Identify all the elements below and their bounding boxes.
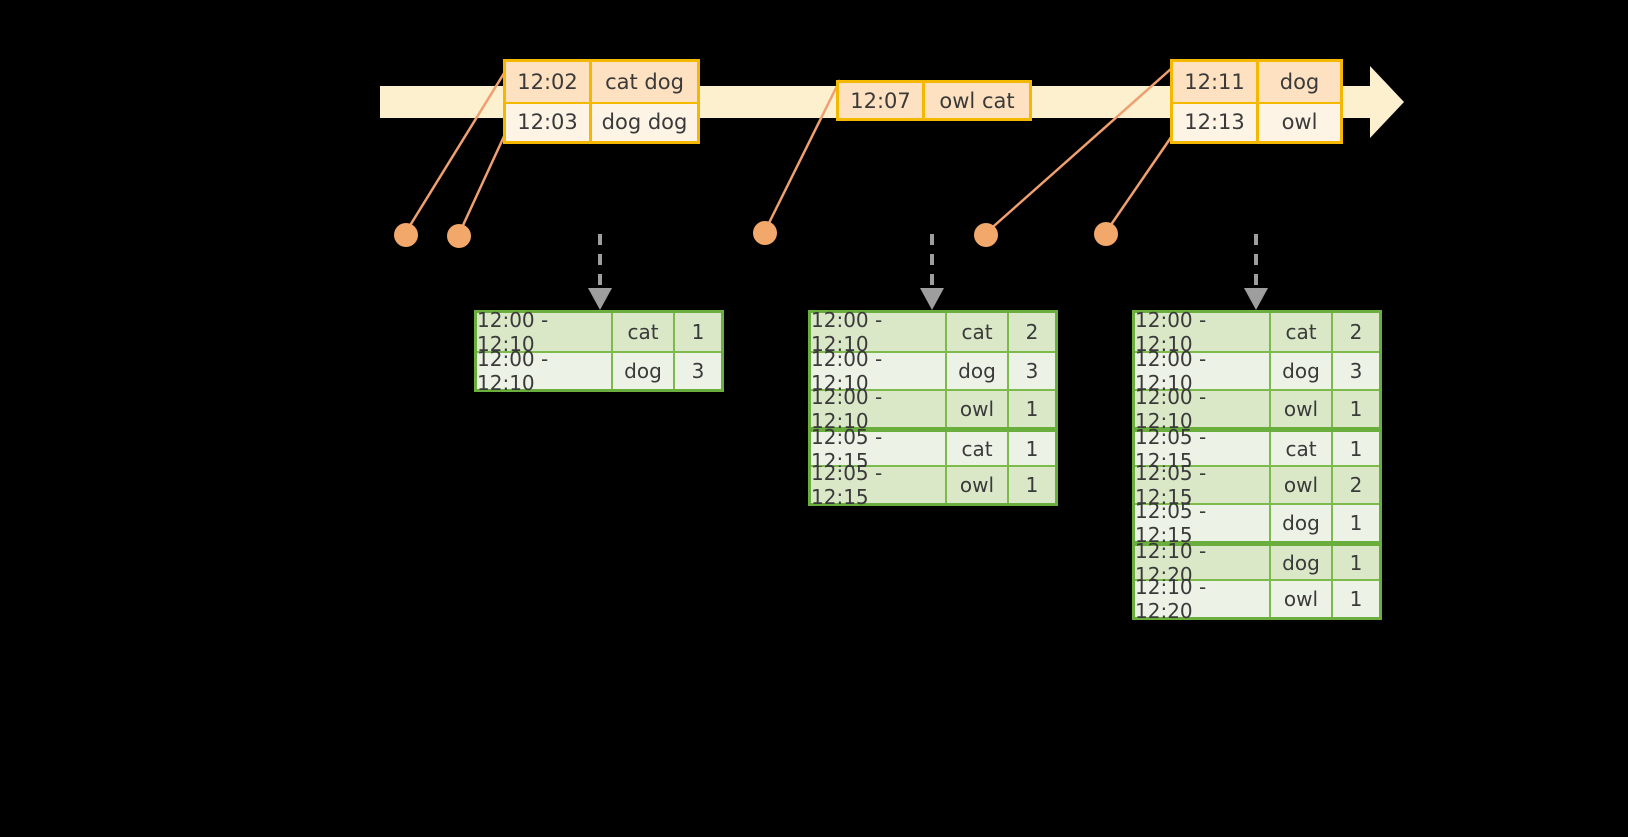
event-dot-3 [753, 221, 777, 245]
event-dot-5 [1094, 222, 1118, 246]
key-cell: owl [947, 391, 1009, 427]
key-cell: owl [947, 467, 1009, 503]
count-cell: 1 [1333, 546, 1379, 579]
event-group-3: 12:11 dog 12:13 owl [1170, 59, 1343, 144]
count-cell: 2 [1333, 467, 1379, 503]
event-payload: cat dog [592, 62, 697, 102]
emit-arrows [598, 234, 1258, 290]
count-cell: 1 [1333, 432, 1379, 465]
event-group-1: 12:02 cat dog 12:03 dog dog [503, 59, 700, 144]
event-dot-1 [394, 223, 418, 247]
key-cell: cat [947, 432, 1009, 465]
event-row: 12:02 cat dog [506, 62, 697, 102]
window-cell: 12:05 - 12:15 [1135, 499, 1271, 547]
key-cell: cat [1271, 432, 1333, 465]
event-time: 12:13 [1173, 101, 1259, 141]
event-time: 12:11 [1173, 62, 1259, 102]
count-cell: 1 [1333, 391, 1379, 427]
window-cell: 12:00 - 12:10 [477, 308, 613, 356]
key-cell: dog [1271, 505, 1333, 541]
count-cell: 1 [675, 313, 721, 351]
window-cell: 12:00 - 12:10 [811, 308, 947, 356]
event-payload: owl cat [925, 83, 1029, 118]
key-cell: dog [947, 353, 1009, 389]
window-cell: 12:05 - 12:15 [811, 461, 947, 509]
count-cell: 1 [1009, 391, 1055, 427]
window-cell: 12:00 - 12:10 [477, 347, 613, 395]
key-cell: owl [1271, 391, 1333, 427]
event-time: 12:03 [506, 101, 592, 141]
event-row: 12:11 dog [1173, 62, 1340, 102]
window-cell: 12:05 - 12:15 [1135, 461, 1271, 509]
count-cell: 1 [1333, 581, 1379, 617]
key-cell: dog [1271, 546, 1333, 579]
key-cell: cat [613, 313, 675, 351]
event-payload: dog dog [592, 101, 697, 141]
event-row: 12:03 dog dog [506, 101, 697, 141]
count-cell: 1 [1009, 432, 1055, 465]
count-cell: 2 [1333, 313, 1379, 351]
event-row: 12:13 owl [1173, 101, 1340, 141]
key-cell: owl [1271, 467, 1333, 503]
count-cell: 1 [1333, 505, 1379, 541]
window-cell: 12:10 - 12:20 [1135, 539, 1271, 587]
count-cell: 1 [1009, 467, 1055, 503]
count-cell: 3 [1333, 353, 1379, 389]
event-time: 12:02 [506, 62, 592, 102]
event-dot-2 [447, 224, 471, 248]
event-group-2: 12:07 owl cat [836, 80, 1032, 121]
event-payload: dog [1259, 62, 1340, 102]
window-cell: 12:10 - 12:20 [1135, 575, 1271, 623]
window-cell: 12:00 - 12:10 [811, 347, 947, 395]
window-cell: 12:00 - 12:10 [1135, 347, 1271, 395]
window-cell: 12:00 - 12:10 [1135, 308, 1271, 356]
event-payload: owl [1259, 101, 1340, 141]
key-cell: owl [1271, 581, 1333, 617]
event-row: 12:07 owl cat [839, 83, 1029, 118]
key-cell: cat [947, 313, 1009, 351]
emit-arrowheads [588, 288, 1268, 310]
key-cell: dog [613, 353, 675, 389]
event-dot-4 [974, 223, 998, 247]
window-cell: 12:00 - 12:10 [811, 385, 947, 433]
window-cell: 12:00 - 12:10 [1135, 385, 1271, 433]
count-cell: 3 [1009, 353, 1055, 389]
key-cell: dog [1271, 353, 1333, 389]
event-dots [394, 221, 1118, 248]
count-cell: 3 [675, 353, 721, 389]
key-cell: cat [1271, 313, 1333, 351]
event-time: 12:07 [839, 83, 925, 118]
count-cell: 2 [1009, 313, 1055, 351]
